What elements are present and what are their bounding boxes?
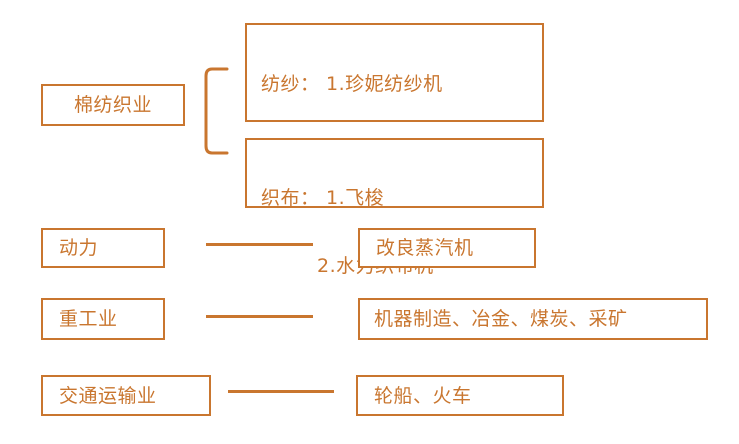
node-heavy-industry-value-label: 机器制造、冶金、煤炭、采矿 [374, 308, 628, 330]
node-power-label: 动力 [59, 237, 99, 259]
node-power-value[interactable]: 改良蒸汽机 [358, 228, 536, 268]
node-transportation-value-label: 轮船、火车 [374, 384, 472, 407]
node-heavy-industry-label: 重工业 [59, 308, 118, 330]
connector-line-transportation [228, 390, 334, 393]
node-cotton-textile[interactable]: 棉纺织业 [41, 84, 185, 126]
node-cotton-textile-label: 棉纺织业 [73, 94, 152, 116]
node-transportation[interactable]: 交通运输业 [41, 375, 211, 416]
node-heavy-industry[interactable]: 重工业 [41, 298, 165, 340]
node-heavy-industry-value[interactable]: 机器制造、冶金、煤炭、采矿 [358, 298, 708, 340]
node-power-value-label: 改良蒸汽机 [376, 237, 474, 259]
node-transportation-label: 交通运输业 [59, 384, 157, 407]
node-weaving[interactable]: 织布： 1.飞梭 2.水力织布机 [245, 138, 544, 277]
node-spinning-line-1: 纺纱： 1.珍妮纺纱机 [261, 73, 443, 95]
node-spinning[interactable]: 纺纱： 1.珍妮纺纱机 2.骡机 [245, 23, 544, 163]
bracket-connector-icon [204, 67, 229, 155]
connector-line-power [206, 243, 313, 246]
node-transportation-value[interactable]: 轮船、火车 [356, 375, 564, 416]
node-power[interactable]: 动力 [41, 228, 165, 268]
node-weaving-line-1: 织布： 1.飞梭 [261, 187, 385, 209]
connector-line-heavy-industry [206, 315, 313, 318]
